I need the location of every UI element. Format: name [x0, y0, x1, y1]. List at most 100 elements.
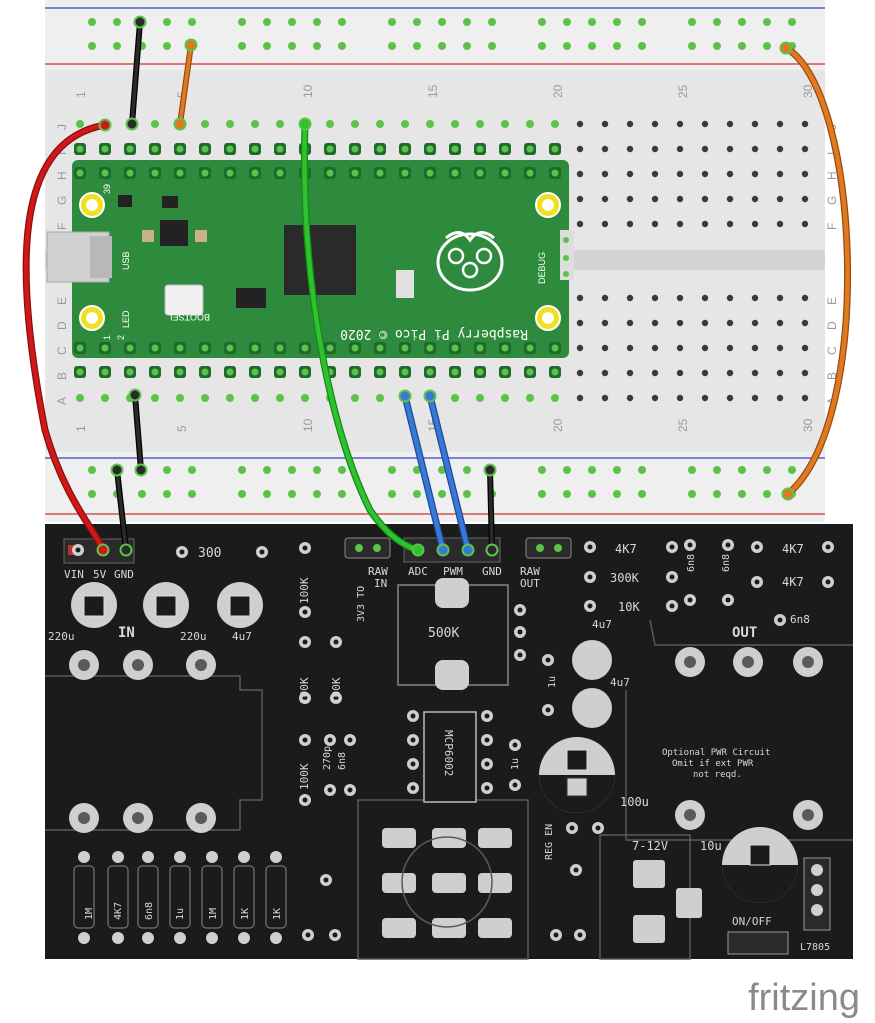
breadboard-hole [676, 369, 684, 377]
breadboard-hole [626, 294, 634, 302]
jack-socket-hole [78, 659, 90, 671]
breadboard-hole [476, 120, 484, 128]
pico-pin [251, 169, 259, 177]
breadboard-hole [676, 120, 684, 128]
pcb-pad-hole [302, 609, 308, 615]
pico-pin [276, 344, 284, 352]
breadboard-hole [601, 344, 609, 352]
pico-pin [101, 368, 109, 376]
row-letter: H [55, 171, 69, 180]
breadboard-hole [576, 369, 584, 377]
pin-39-label: 39 [102, 184, 112, 194]
pcb-pad-hole [517, 652, 523, 658]
pcb-pad [206, 932, 218, 944]
rail-hole [313, 42, 321, 50]
pcb-pad-hole [302, 737, 308, 743]
pcb-pad-hole [327, 787, 333, 793]
col-number: 25 [676, 418, 690, 432]
pcb-pad-hole [302, 545, 308, 551]
pico-pin [251, 344, 259, 352]
breadboard-hole [201, 120, 209, 128]
rail-hole [163, 18, 171, 26]
debug-connector [560, 230, 574, 280]
rail-hole [438, 42, 446, 50]
rail-hole [113, 18, 121, 26]
pico-pin [326, 145, 334, 153]
breadboard-hole [701, 394, 709, 402]
gnd-label: GND [114, 568, 134, 581]
bottom-part-label: 1K [272, 908, 283, 920]
rail-hole [163, 42, 171, 50]
breadboard-hole [676, 220, 684, 228]
wire-end [173, 117, 187, 131]
pico-pin [426, 368, 434, 376]
rail-hole [588, 42, 596, 50]
breadboard-hole [676, 195, 684, 203]
pico-pin [301, 344, 309, 352]
pico-pin [501, 368, 509, 376]
rail-hole [338, 490, 346, 498]
jack-socket-hole [195, 812, 207, 824]
ic-label: MCP6002 [442, 730, 455, 776]
pico-pin [451, 344, 459, 352]
rail-hole [538, 18, 546, 26]
breadboard-hole [751, 170, 759, 178]
rail-hole [488, 42, 496, 50]
rail-hole [263, 18, 271, 26]
wire-end [133, 15, 147, 29]
breadboard-hole [651, 394, 659, 402]
res-100k-label: 100K [298, 763, 311, 790]
jack-socket-hole [802, 809, 814, 821]
voltage-label: 7-12V [632, 839, 668, 853]
pico-pin [151, 169, 159, 177]
pico-pin [551, 145, 559, 153]
pcb-pad-hole [75, 547, 81, 553]
pwm-label: PWM [443, 565, 463, 578]
breadboard-hole [701, 220, 709, 228]
breadboard-hole [651, 294, 659, 302]
col-number: 30 [801, 84, 815, 98]
row-letter: C [825, 346, 839, 355]
breadboard-hole [601, 394, 609, 402]
pot-knob-bottom [435, 660, 469, 690]
wire-end [98, 118, 112, 132]
pcb-pad [142, 851, 154, 863]
breadboard-hole [651, 195, 659, 203]
col-number: 30 [801, 418, 815, 432]
optional-note: Omit if ext PWR [672, 759, 754, 769]
breadboard-hole [301, 394, 309, 402]
pcb-pad-hole [347, 737, 353, 743]
rail-hole [613, 18, 621, 26]
rail-hole [313, 490, 321, 498]
wire-end [184, 38, 198, 52]
row-letter: D [55, 321, 69, 330]
breadboard-hole [751, 220, 759, 228]
raw-in-jumper [344, 537, 391, 559]
breadboard-hole [726, 344, 734, 352]
breadboard-hole [701, 344, 709, 352]
pcb-pad [174, 932, 186, 944]
rp2040-chip [284, 225, 356, 295]
rail-hole [263, 466, 271, 474]
pcb-pad-hole [545, 657, 551, 663]
breadboard-hole [776, 145, 784, 153]
pico-pin [476, 344, 484, 352]
rail-hole [288, 490, 296, 498]
pcb-pad-hole [332, 932, 338, 938]
rail-hole [538, 42, 546, 50]
breadboard-hole [701, 369, 709, 377]
fritzing-logo: fritzing [748, 977, 860, 1019]
breadboard-hole [576, 195, 584, 203]
breadboard-hole [376, 394, 384, 402]
jack-socket-hole [742, 656, 754, 668]
row-letter: I [55, 152, 69, 155]
res-300k-label: 300K [610, 571, 640, 585]
res-4k7-label: 4K7 [782, 575, 804, 589]
pico-pin [376, 368, 384, 376]
vin-label: VIN [64, 568, 84, 581]
breadboard-hole [801, 195, 809, 203]
rail-hole [738, 490, 746, 498]
pico-pin [126, 145, 134, 153]
pcb-pad-hole [669, 544, 675, 550]
rail-hole [88, 466, 96, 474]
